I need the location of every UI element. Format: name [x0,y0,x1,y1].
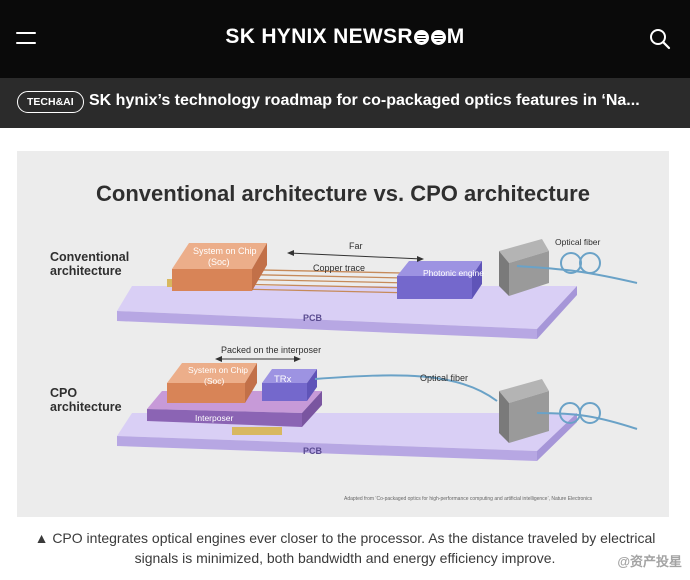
optical-fiber-cpo [314,374,498,402]
hamburger-menu-icon[interactable] [16,30,38,46]
packed-arrow-head-right [294,356,301,362]
logo-o-icon [413,29,429,45]
soc-label-1: System on Chip [193,246,257,256]
pcb-edge-cpo [117,436,537,461]
trx-label: TRx [274,374,292,385]
logo-o-icon [430,29,446,45]
search-icon[interactable] [648,27,672,51]
soc-front-conventional [172,269,252,291]
optical-fiber-label-cpo: Optical fiber [420,373,468,383]
connector-side-conventional [509,251,549,296]
caption-line-1: ▲ CPO integrates optical engines ever cl… [34,530,656,546]
soc-top-cpo [167,363,257,383]
figure-source: Adapted from ‘Co-packaged optics for hig… [344,496,593,502]
figure-title: Conventional architecture vs. CPO archit… [96,181,590,206]
figure-caption: ▲ CPO integrates optical engines ever cl… [20,528,670,568]
label-cpo-1: CPO [50,386,77,400]
architecture-diagram: Conventional architecture System on Chip… [50,237,638,502]
label-conventional-2: architecture [50,264,122,278]
pcb-side-cpo [537,413,577,461]
pcb-side-conventional [537,286,577,339]
label-conventional-1: Conventional [50,250,129,264]
connector-side-cpo [509,391,549,443]
photonic-side [472,261,482,299]
far-label: Far [349,241,363,251]
brand-text-end: M [446,25,465,48]
photonic-top [397,261,482,276]
soc-side-cpo [245,363,257,403]
label-cpo-2: architecture [50,400,122,414]
far-arrow-head-right [417,256,424,262]
pcb-label-conventional: PCB [303,313,323,323]
interposer-label: Interposer [195,413,233,423]
fiber-loop [579,402,601,424]
category-badge[interactable]: TECH&AI [17,91,84,113]
fiber-loop [579,252,601,274]
article-header-bar: TECH&AI SK hynix’s technology roadmap fo… [0,78,690,128]
optical-fiber-cpo-out [536,412,638,430]
soc-front-cpo [167,383,245,403]
optical-fiber-label-conventional: Optical fiber [555,237,601,247]
brand-text: SK HYNIX NEWSR [225,25,413,48]
far-arrow-head-left [287,250,294,256]
top-navigation-bar: SK HYNIX NEWSR M [0,0,690,78]
site-logo[interactable]: SK HYNIX NEWSR M [0,25,690,49]
soc-top-conventional [172,243,267,269]
optical-fiber-conventional [516,265,638,284]
connector-front-conventional [499,251,509,296]
article-figure: Conventional architecture vs. CPO archit… [17,151,669,517]
cpo-soc-label-2: (Soc) [204,376,224,386]
interposer-front [147,409,302,427]
trx-side [307,369,317,401]
caption-line-2: signals is minimized, both bandwidth and… [134,550,556,566]
interposer-side [302,391,322,427]
connector-front-cpo [499,391,509,443]
connector-top-conventional [499,239,549,263]
article-headline[interactable]: SK hynix’s technology roadmap for co-pac… [89,92,640,109]
soc-side-conventional [252,243,267,291]
pads-interposer [232,427,282,435]
soc-label-2: (Soc) [208,257,230,267]
cpo-soc-label-1: System on Chip [188,365,248,375]
far-arrow [288,252,423,260]
photonic-engine-label: Photonic engine [423,268,484,278]
photonic-front [397,276,472,299]
watermark-text: @资产投星 [617,554,682,569]
pcb-label-cpo: PCB [303,446,323,456]
pcb-edge-conventional [117,311,537,339]
packed-arrow-head-left [215,356,222,362]
connector-top-cpo [499,379,549,403]
packed-label: Packed on the interposer [221,345,321,355]
trx-front [262,383,307,401]
copper-trace-label: Copper trace [313,263,365,273]
trx-top [262,369,317,383]
